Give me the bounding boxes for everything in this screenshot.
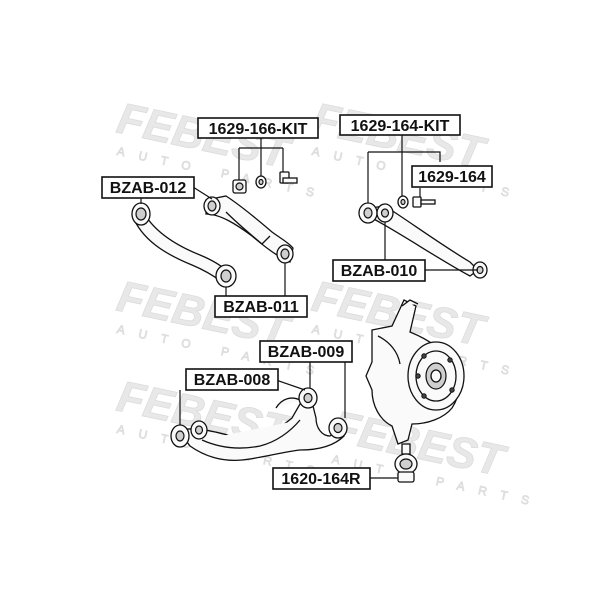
ball-joint-drawing bbox=[394, 443, 418, 483]
label-text: 1629-166-KIT bbox=[209, 121, 308, 138]
label-text: 1629-164 bbox=[418, 169, 486, 186]
label-bzab-012: BZAB-012 bbox=[101, 176, 195, 199]
label-bzab-009: BZAB-009 bbox=[259, 340, 353, 363]
kit-166-hardware bbox=[232, 171, 298, 194]
lower-arm-drawing bbox=[170, 387, 348, 462]
leader-lines bbox=[140, 134, 478, 479]
label-bzab-011: BZAB-011 bbox=[214, 295, 308, 318]
kit-164-hardware bbox=[397, 195, 436, 209]
label-text: 1620-164R bbox=[281, 471, 361, 488]
watermark-layer: FEBEST AUTO PARTS FEBEST AUTO PARTS FEBE… bbox=[113, 93, 545, 510]
label-1629-166-kit: 1629-166-KIT bbox=[197, 117, 319, 139]
watermark-mid-left: FEBEST AUTO PARTS bbox=[113, 271, 330, 380]
arm-011-drawing bbox=[203, 195, 294, 264]
arm-012-drawing bbox=[131, 202, 237, 288]
label-text: BZAB-011 bbox=[223, 299, 299, 316]
knuckle-hub-drawing bbox=[365, 299, 465, 445]
label-1620-164r: 1620-164R bbox=[272, 467, 371, 490]
label-1629-164: 1629-164 bbox=[411, 165, 493, 188]
label-bzab-010: BZAB-010 bbox=[332, 259, 426, 282]
label-text: BZAB-008 bbox=[194, 372, 271, 389]
label-text: BZAB-010 bbox=[341, 263, 418, 280]
label-text: 1629-164-KIT bbox=[351, 118, 450, 135]
label-bzab-008: BZAB-008 bbox=[185, 368, 279, 391]
label-text: BZAB-012 bbox=[110, 180, 187, 197]
label-text: BZAB-009 bbox=[268, 344, 345, 361]
label-1629-164-kit: 1629-164-KIT bbox=[339, 114, 461, 136]
